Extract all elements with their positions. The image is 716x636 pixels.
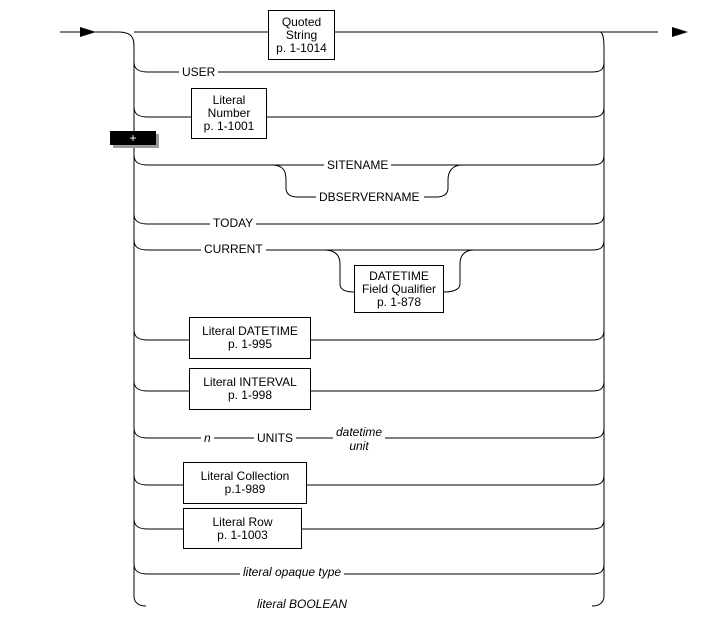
- literal-number-line-2: Number: [207, 106, 251, 120]
- quoted-string-line-2: String: [285, 27, 318, 42]
- literal-row-line-1: Literal Row: [212, 514, 273, 529]
- dfq-line-3: p. 1-878: [376, 294, 422, 309]
- box-literal-collection: Literal Collection p.1-989: [183, 462, 307, 504]
- exit-arrow: [672, 27, 688, 37]
- qualifier-loop-left: [323, 249, 355, 293]
- kw-literal-boolean: literal BOOLEAN: [254, 598, 351, 611]
- box-literal-row: Literal Row p. 1-1003: [183, 508, 302, 549]
- literal-datetime-line-2: p. 1-995: [227, 337, 273, 351]
- row-dbservername-left: [271, 164, 318, 198]
- row-literal-row: [133, 518, 605, 530]
- literal-row-line-2: p. 1-1003: [217, 527, 268, 542]
- literal-datetime-line-1: Literal DATETIME: [202, 324, 298, 338]
- row-literal-opaque-type: [133, 563, 605, 575]
- row-literal-number: [133, 106, 605, 118]
- box-datetime-field-qualifier: DATETIME Field Qualifier p. 1-878: [354, 265, 444, 313]
- kw-datetime-unit: datetime unit: [333, 425, 386, 453]
- literal-interval-line-2: p. 1-998: [227, 388, 273, 402]
- kw-current: CURRENT: [201, 243, 266, 256]
- dfq-line-2: Field Qualifier: [361, 281, 437, 296]
- literal-number-line-1: Literal: [212, 93, 246, 107]
- literal-number-line-3: p. 1-1001: [203, 119, 255, 133]
- kw-user: USER: [179, 66, 219, 79]
- plus-badge: +: [110, 131, 156, 145]
- kw-today: TODAY: [210, 217, 257, 230]
- kw-n: n: [201, 432, 214, 445]
- kw-units: UNITS: [254, 432, 296, 445]
- row-current: [133, 239, 605, 251]
- dfq-line-1: DATETIME: [369, 268, 429, 283]
- box-quoted-string: Quoted String p. 1-1014: [268, 10, 335, 60]
- box-literal-interval: Literal INTERVAL p. 1-998: [189, 368, 311, 410]
- row-today: [133, 213, 605, 225]
- quoted-string-line-1: Quoted: [281, 14, 322, 29]
- row-literal-collection: [133, 474, 605, 486]
- row-user: [133, 61, 605, 73]
- right-branch: [591, 31, 605, 607]
- row-dbservername-right: [424, 164, 463, 198]
- box-literal-number: Literal Number p. 1-1001: [191, 88, 267, 139]
- qualifier-loop-right: [443, 249, 475, 293]
- literal-collection-line-2: p.1-989: [224, 482, 266, 496]
- datetime-unit-line-2: unit: [349, 439, 369, 453]
- quoted-string-line-3: p. 1-1014: [276, 40, 327, 55]
- box-literal-datetime: Literal DATETIME p. 1-995: [189, 317, 311, 359]
- entry-arrow: [80, 27, 96, 37]
- literal-collection-line-1: Literal Collection: [200, 469, 290, 483]
- row-literal-interval: [133, 380, 605, 392]
- row-literal-datetime: [133, 329, 605, 341]
- kw-sitename: SITENAME: [324, 159, 392, 172]
- kw-literal-opaque-type: literal opaque type: [240, 566, 345, 579]
- kw-dbservername: DBSERVERNAME: [316, 191, 423, 204]
- literal-interval-line-1: Literal INTERVAL: [203, 375, 297, 389]
- datetime-unit-line-1: datetime: [336, 425, 383, 439]
- left-branch: [117, 31, 147, 607]
